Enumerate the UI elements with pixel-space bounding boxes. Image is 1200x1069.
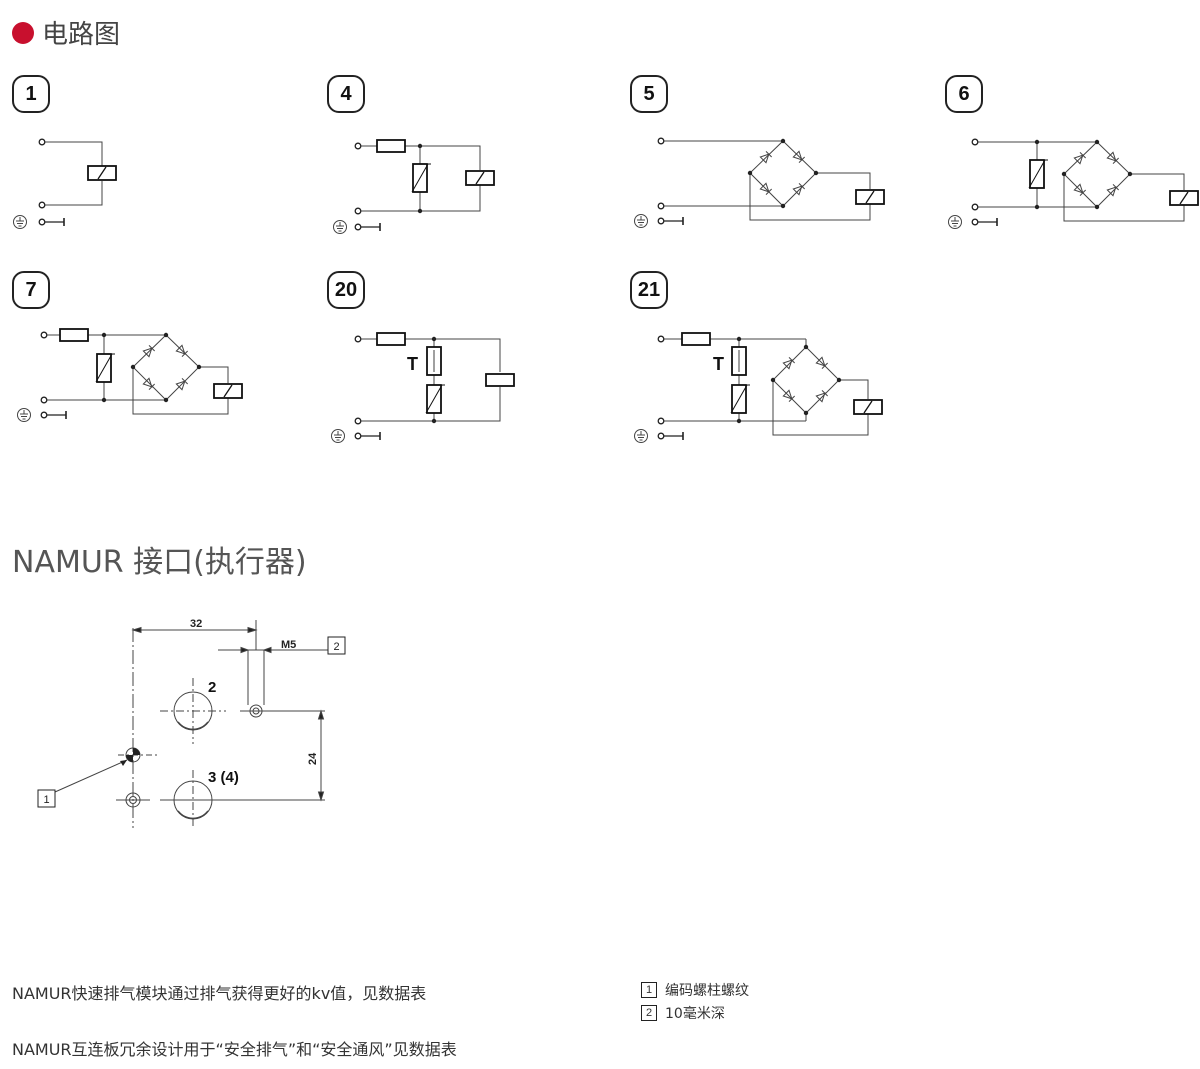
circuit-badge-1: 1 [12,75,50,113]
legend-row-1: 1 编码螺柱螺纹 [641,980,749,1000]
thread-m5: M5 [281,639,296,651]
legend-num-2: 2 [641,1005,657,1021]
section-header: 电路图 [12,14,120,51]
dim-24: 24 [307,752,319,765]
legend-row-2: 2 10毫米深 [641,1003,725,1023]
port-3-label: 3 (4) [208,769,239,786]
t-label-21: T [713,354,724,374]
t-label-20: T [407,354,418,374]
port-2-label: 2 [208,679,216,696]
circuit-diagrams: T T [13,137,1199,443]
red-bullet-icon [12,21,34,44]
callout-2: 2 [333,641,339,653]
note-2: NAMUR互连板冗余设计用于“安全排气”和“安全通风”见数据表 [12,1040,457,1059]
dim-32: 32 [190,618,202,630]
legend-num-1: 1 [641,982,657,998]
circuit-badge-21: 21 [630,271,668,309]
circuit-badge-7: 7 [12,271,50,309]
callout-1: 1 [43,794,49,806]
section-title: 电路图 [42,20,121,50]
note-1: NAMUR快速排气模块通过排气获得更好的kv值，见数据表 [12,984,427,1003]
circuit-badge-5: 5 [630,75,668,113]
namur-drawing: 2 1 32 M5 2 3 (4) 24 [37,618,346,828]
legend-text-2: 10毫米深 [665,1006,725,1022]
circuit-badge-20: 20 [327,271,365,309]
coil-1 [87,165,117,181]
circuit-badge-4: 4 [327,75,365,113]
legend-text-1: 编码螺柱螺纹 [665,983,749,999]
circuit-badge-6: 6 [945,75,983,113]
namur-title: NAMUR 接口(执行器) [12,545,307,580]
